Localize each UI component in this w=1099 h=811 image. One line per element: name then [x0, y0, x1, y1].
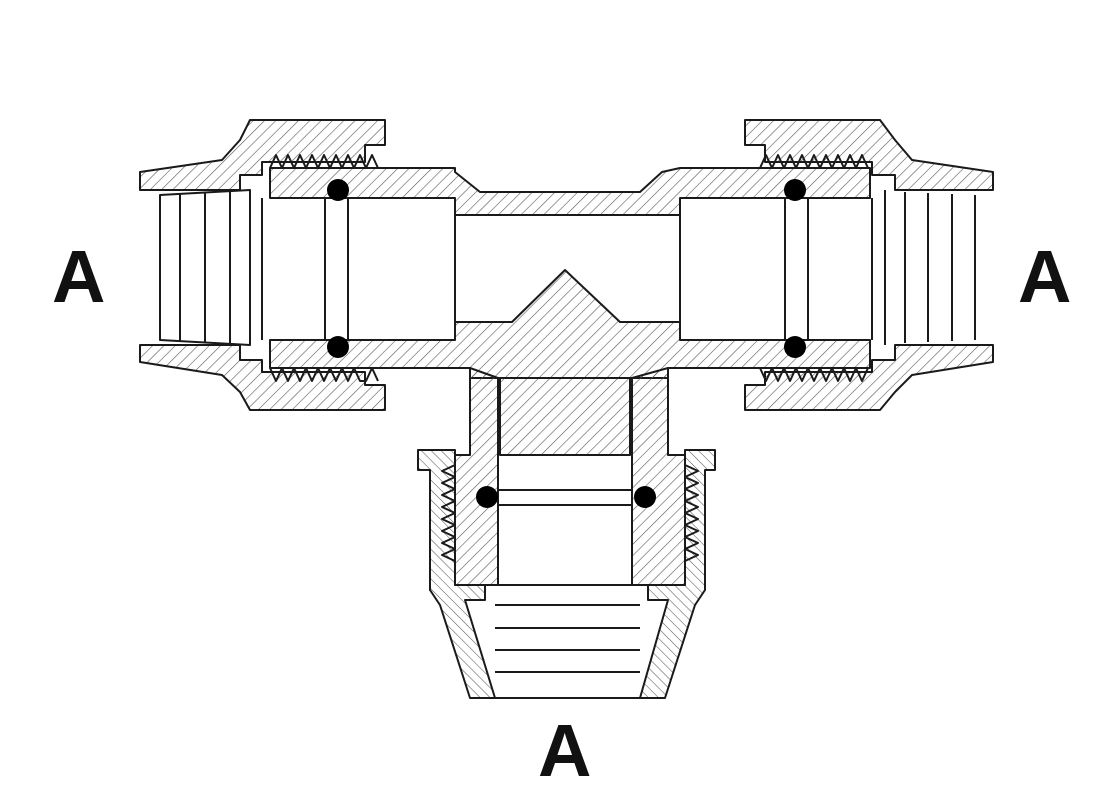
- seal-left-top: [327, 179, 349, 201]
- left-nut-upper: [139, 119, 386, 191]
- right-nut-lower: [744, 344, 994, 411]
- body-top-wall: [269, 167, 871, 216]
- seal-right-top: [784, 179, 806, 201]
- bottom-thread-left: [441, 464, 456, 562]
- branch-wall-right: [631, 367, 686, 586]
- seal-left-bottom: [327, 336, 349, 358]
- body-bottom-wall: [269, 269, 871, 456]
- right-compression-nut: [744, 119, 994, 411]
- bottom-thread-right: [684, 464, 699, 562]
- seal-bottom-left: [476, 486, 498, 508]
- left-port-label: A: [52, 235, 106, 318]
- bottom-port-label: A: [538, 709, 592, 792]
- right-nut-upper: [744, 119, 994, 191]
- seal-bottom-right: [634, 486, 656, 508]
- left-compression-nut: [139, 119, 386, 411]
- right-port-label: A: [1018, 235, 1072, 318]
- right-thread-upper: [759, 154, 869, 169]
- o-ring-seals: [327, 179, 806, 508]
- seal-right-bottom: [784, 336, 806, 358]
- tee-body: [269, 167, 871, 586]
- branch-wall-left: [454, 367, 499, 586]
- left-nut-lower: [139, 344, 386, 411]
- left-thread-upper: [269, 154, 379, 169]
- right-thread-lower: [759, 367, 869, 382]
- left-thread-lower: [269, 367, 379, 382]
- bottom-compression-nut: [417, 449, 716, 699]
